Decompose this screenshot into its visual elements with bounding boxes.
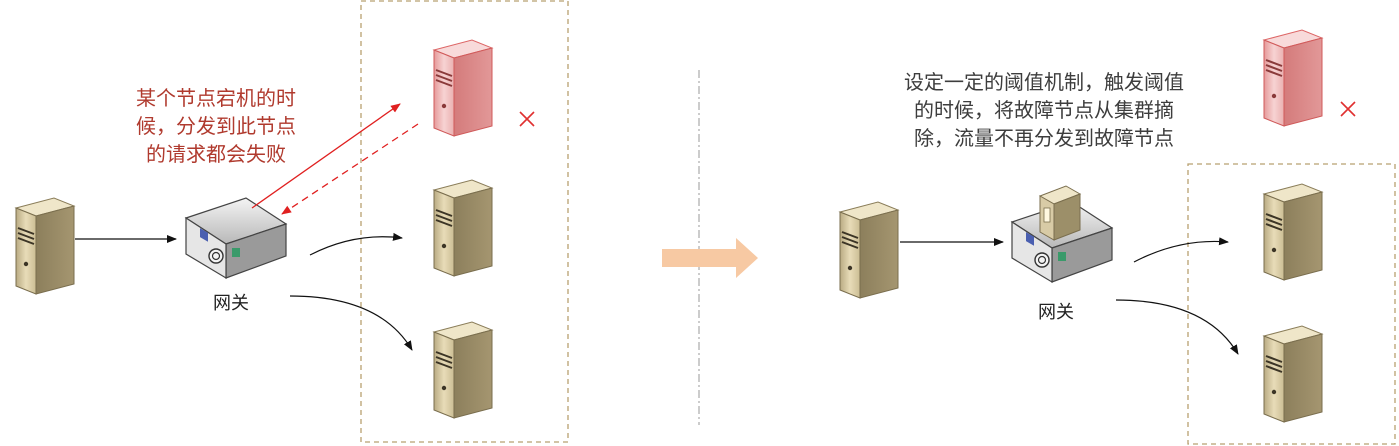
gateway-label-left: 网关 — [213, 293, 249, 314]
right-annotation-line-1: 设定一定的阈值机制，触发阈值 — [904, 70, 1184, 94]
gateway-to-node1-arrow-left — [309, 232, 403, 256]
right-annotation: 设定一定的阈值机制，触发阈值 的时候，将故障节点从集群摘 除，流量不再分发到故障… — [904, 68, 1184, 152]
cluster-box-right — [1187, 163, 1396, 445]
removed-failed-node-right — [1263, 29, 1323, 127]
gateway-left — [185, 197, 287, 279]
gateway-to-node2-arrow-right — [1115, 299, 1239, 355]
healthy-node-right-1 — [1263, 183, 1323, 281]
healthy-node-left-2 — [433, 321, 493, 419]
gateway-to-node2-arrow-left — [289, 295, 413, 351]
left-annotation-line-1: 某个节点宕机的时 — [136, 86, 296, 110]
failure-return-arrow — [281, 123, 419, 215]
fail-mark-right — [1340, 101, 1356, 117]
healthy-node-right-2 — [1263, 325, 1323, 423]
transition-arrow — [662, 238, 758, 278]
gateway-to-node1-arrow-right — [1133, 237, 1229, 263]
failed-node-left — [433, 39, 493, 137]
client-server-left — [15, 197, 75, 295]
client-server-right — [839, 201, 899, 299]
gateway-label-right: 网关 — [1038, 302, 1074, 323]
fail-mark-left — [519, 111, 535, 127]
cluster-box-left — [360, 0, 569, 443]
left-annotation-line-2: 候，分发到此节点 — [136, 114, 296, 138]
left-annotation: 某个节点宕机的时 候，分发到此节点 的请求都会失败 — [136, 84, 296, 168]
healthy-node-left-1 — [433, 179, 493, 277]
left-annotation-line-3: 的请求都会失败 — [146, 142, 286, 166]
right-annotation-line-3: 除，流量不再分发到故障节点 — [914, 126, 1174, 150]
right-annotation-line-2: 的时候，将故障节点从集群摘 — [914, 98, 1174, 122]
health-check-module — [1038, 185, 1082, 241]
request-to-failed-arrow — [251, 103, 401, 209]
